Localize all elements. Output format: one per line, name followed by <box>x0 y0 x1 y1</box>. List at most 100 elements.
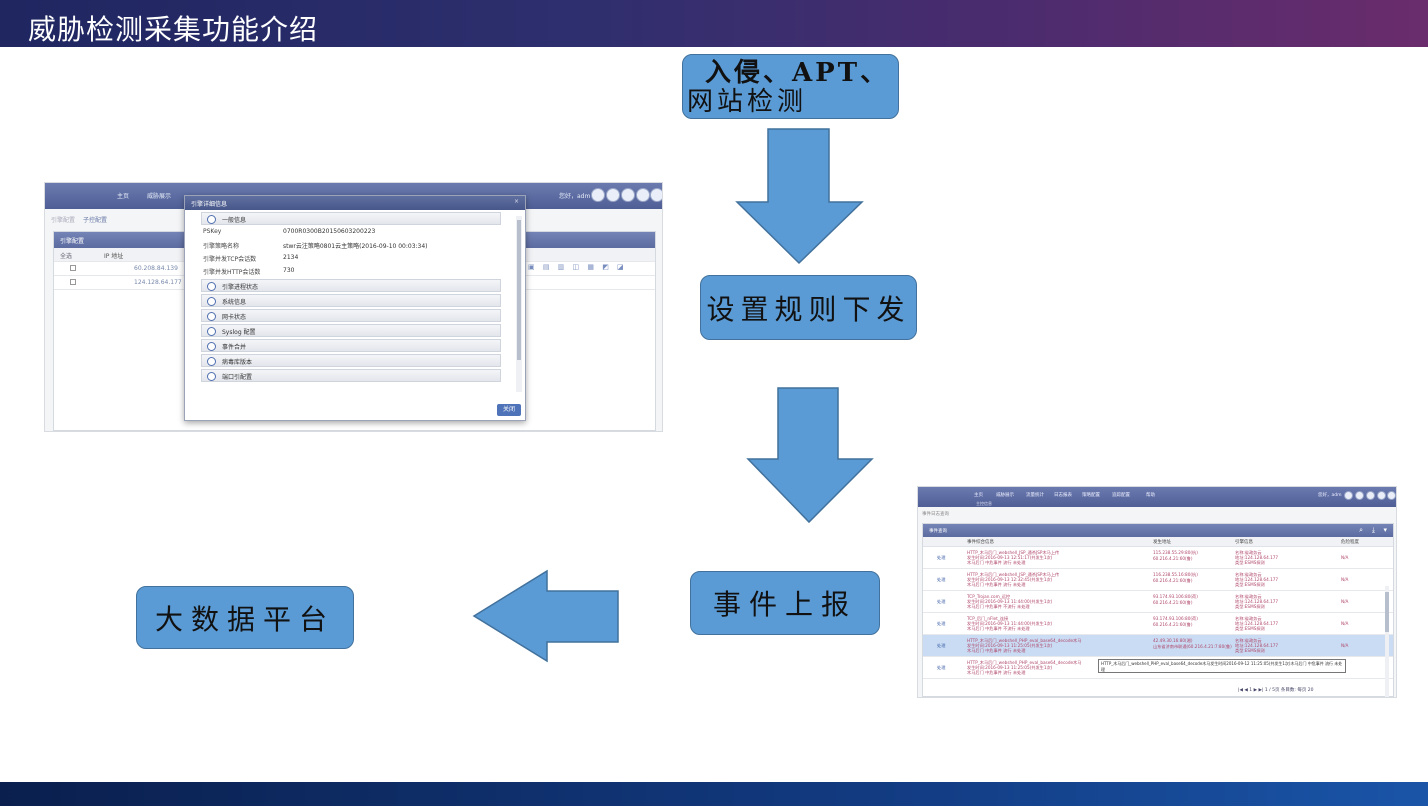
row-level: N/A <box>1341 555 1349 560</box>
user-icon[interactable] <box>591 188 605 202</box>
section-general[interactable]: 一般信息 <box>201 212 501 225</box>
user-greeting: 您好，adm <box>1318 493 1342 498</box>
close-icon[interactable]: × <box>513 198 519 205</box>
row-level: N/A <box>1341 643 1349 648</box>
table-row[interactable]: 处理 TCP_Trojan.com_远控发生时间:2016-09-13 11:4… <box>923 591 1393 613</box>
flow-step-intrusion-line2: 网站检测 <box>687 86 808 117</box>
gear-icon[interactable] <box>1377 491 1386 500</box>
row-action[interactable]: 处理 <box>937 555 946 560</box>
nav-item[interactable]: 流量统计 <box>1026 493 1044 498</box>
row-checkbox[interactable] <box>70 265 76 271</box>
row-level: N/A <box>1341 599 1349 604</box>
col-select-all[interactable]: 全选 <box>60 253 73 260</box>
flow-step-event-report-label: 事件上报 <box>712 588 857 621</box>
nav-item[interactable]: 追踪配置 <box>1112 493 1130 498</box>
nav-item[interactable]: 日志报表 <box>1054 493 1072 498</box>
user-icon[interactable] <box>1344 491 1353 500</box>
flow-step-set-rules-label: 设置规则下发 <box>706 292 911 326</box>
row-level: N/A <box>1341 577 1349 582</box>
table-row-selected[interactable]: 处理 HTTP_木马后门_webshell_PHP_eval_base64_de… <box>923 635 1393 657</box>
flow-step-big-data-label: 大数据平台 <box>154 602 335 636</box>
table-row[interactable]: 处理 HTTP_木马后门_webshell_JSP_通杀JSP木马上传发生时间:… <box>923 547 1393 569</box>
col-addr: 发生地址 <box>1153 540 1171 545</box>
sub-nav[interactable]: 主控信息 <box>976 501 992 506</box>
breadcrumb: 事件日志查询 <box>922 512 949 517</box>
table-row[interactable]: 处理 HTTP_木马后门_webshell_PHP_eval_base64_de… <box>923 657 1393 679</box>
row-addr: 115.238.55.29:80(杭)60.216.4.21:60(鲁) <box>1153 550 1198 561</box>
help-icon[interactable] <box>606 188 620 202</box>
row-addr: 93.174.93.106:80(荷)60.216.4.21:60(鲁) <box>1153 616 1198 627</box>
nav-item[interactable]: 主页 <box>974 493 983 498</box>
nav-item[interactable]: 威胁展示 <box>996 493 1014 498</box>
row-action[interactable]: 处理 <box>937 577 946 582</box>
flow-step-big-data: 大数据平台 <box>136 586 354 649</box>
section-virus[interactable]: 病毒库版本 <box>201 354 501 367</box>
col-ip: IP 地址 <box>104 253 124 260</box>
close-button[interactable]: 关闭 <box>497 404 521 416</box>
row-action[interactable]: 处理 <box>937 599 946 604</box>
modal-header: 引擎详细信息 × <box>185 196 525 210</box>
row-action-icons[interactable]: ▣ ▤ ▥ ◫ ▦ ◩ ◪ <box>528 263 627 271</box>
nav-home[interactable]: 主页 <box>117 193 130 200</box>
section-port[interactable]: 端口引配置 <box>201 369 501 382</box>
crumb-engine[interactable]: 引擎配置 <box>51 217 76 224</box>
col-level: 危险程度 <box>1341 540 1359 545</box>
flow-step-event-report: 事件上报 <box>690 571 880 635</box>
table-header: 事件综合信息 发生地址 引擎信息 危险程度 <box>923 537 1393 547</box>
table-scrollbar[interactable] <box>1385 586 1389 697</box>
section-syslog[interactable]: Syslog 配置 <box>201 324 501 337</box>
section-system[interactable]: 系统信息 <box>201 294 501 307</box>
row-info: HTTP_木马后门_webshell_JSP_通杀JSP木马上传发生时间:201… <box>967 572 1060 587</box>
section-merge[interactable]: 事件合并 <box>201 339 501 352</box>
logout-icon[interactable] <box>1366 491 1375 500</box>
row-info: TCP_后门_nFlet_连接发生时间:2016-09-13 11:44:00(… <box>967 616 1053 631</box>
row-info: TCP_Trojan.com_远控发生时间:2016-09-13 11:44:0… <box>967 594 1053 609</box>
arrow-left <box>472 569 619 663</box>
title-bar: 威胁检测采集功能介绍 <box>0 0 1428 47</box>
lock-icon[interactable] <box>1387 491 1396 500</box>
row-action[interactable]: 处理 <box>937 665 946 670</box>
user-greeting: 您好，adm <box>559 193 591 200</box>
table-row[interactable]: 处理 TCP_后门_nFlet_连接发生时间:2016-09-13 11:44:… <box>923 613 1393 635</box>
help-icon[interactable] <box>1355 491 1364 500</box>
row-action[interactable]: 处理 <box>937 643 946 648</box>
event-query-navbar: 主页 威胁展示 流量统计 日志报表 策略配置 追踪配置 帮助 您好，adm <box>918 487 1396 507</box>
row-ip: 60.208.84.139 <box>134 265 178 272</box>
engine-config-screenshot: 主页 威胁展示 您好，adm 引擎配置 子控配置 引擎配置 全选 IP 地址 6… <box>44 182 663 432</box>
download-icon[interactable]: ⤓ <box>1371 526 1375 534</box>
filter-icon[interactable]: ▾ <box>1383 526 1387 534</box>
section-process[interactable]: 引擎进程状态 <box>201 279 501 292</box>
search-icon[interactable]: ⌕ <box>1359 526 1363 534</box>
crumb-sub[interactable]: 子控配置 <box>82 217 107 224</box>
table-row[interactable]: 处理 HTTP_木马后门_webshell_JSP_通杀JSP木马上传发生时间:… <box>923 569 1393 591</box>
row-checkbox[interactable] <box>70 279 76 285</box>
nav-item[interactable]: 策略配置 <box>1082 493 1100 498</box>
nav-threat[interactable]: 威胁展示 <box>147 193 172 200</box>
logout-icon[interactable] <box>621 188 635 202</box>
row-addr: 116.238.55.16:80(杭)60.216.4.21:60(鲁) <box>1153 572 1198 583</box>
flow-step-intrusion-line1: 入侵、APT、 <box>705 57 890 88</box>
footer-bar <box>0 782 1428 806</box>
breadcrumb: 引擎配置 子控配置 <box>51 215 107 224</box>
pagination[interactable]: |◀ ◀ 1 ▶ ▶| 1 / 5页 条目数: 每页 20 <box>1238 688 1314 693</box>
lock-icon[interactable] <box>650 188 662 202</box>
nav-item[interactable]: 帮助 <box>1146 493 1155 498</box>
modal-scrollbar[interactable] <box>516 216 522 392</box>
row-info: HTTP_木马后门_webshell_JSP_通杀JSP木马上传发生时间:201… <box>967 550 1060 565</box>
section-nic[interactable]: 网卡状态 <box>201 309 501 322</box>
row-action[interactable]: 处理 <box>937 621 946 626</box>
event-panel-title: 事件查询 <box>929 529 947 534</box>
gear-icon[interactable] <box>636 188 650 202</box>
row-info: HTTP_木马后门_webshell_PHP_eval_base64_decod… <box>967 660 1082 675</box>
col-engine: 引擎信息 <box>1235 540 1253 545</box>
